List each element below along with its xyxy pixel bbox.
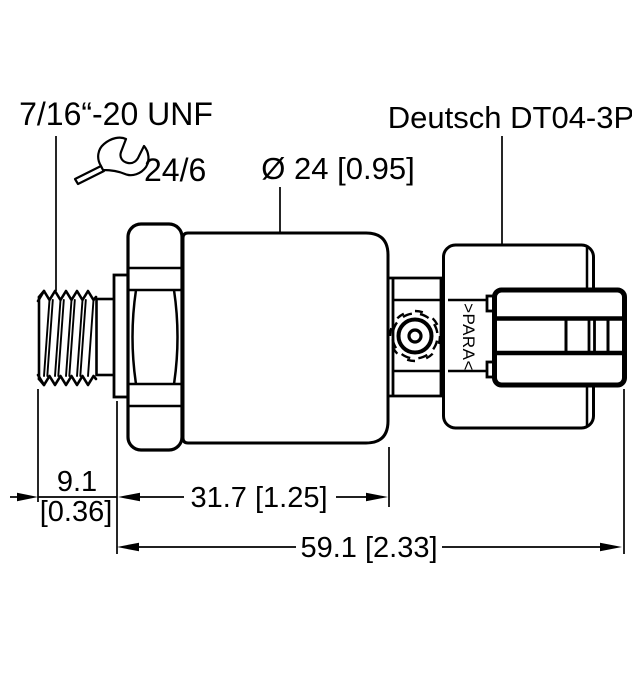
dimension-body-length: 31.7 [1.25] <box>190 482 327 514</box>
dimension-arrowheads <box>17 492 622 552</box>
dimension-total-length: 59.1 [2.33] <box>300 532 437 564</box>
para-marking-label: >PARA< <box>459 303 478 371</box>
leader-lines <box>55 136 503 291</box>
deutsch-plug <box>492 287 627 388</box>
main-body <box>181 231 390 445</box>
thread-spec-label: 7/16“-20 UNF <box>19 96 213 132</box>
dimension-thread-length-mm: 9.1 <box>57 466 97 498</box>
dimension-lines <box>10 389 625 554</box>
wrench-icon <box>73 136 150 186</box>
hex-nut <box>126 222 184 452</box>
connector-neck <box>388 276 444 398</box>
sealing-flange <box>112 273 130 399</box>
dimension-thread-length-inch: [0.36] <box>40 496 113 528</box>
diameter-label: Ø 24 [0.95] <box>261 151 414 186</box>
connector-type-label: Deutsch DT04-3P <box>388 100 632 135</box>
sensor-outline: >PARA< <box>36 222 627 452</box>
vent-ring <box>388 309 442 363</box>
thread-section <box>36 289 98 387</box>
wrench-size-label: 24/6 <box>144 152 206 188</box>
thread-neck <box>95 297 116 377</box>
